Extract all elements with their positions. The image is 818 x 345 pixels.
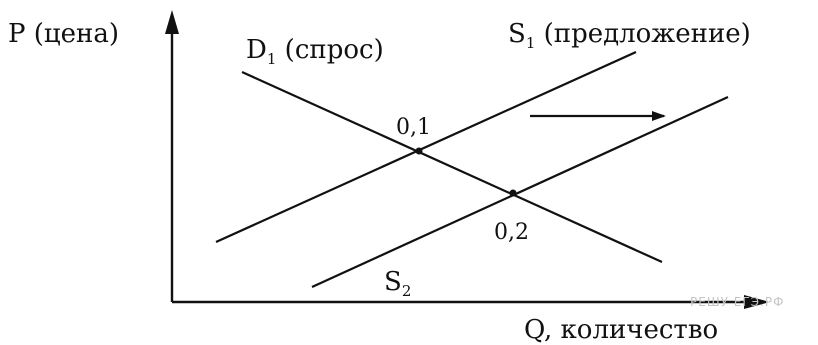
x-axis-label: Q, количество <box>524 315 718 345</box>
equilibrium-label-2: 0,2 <box>494 220 529 245</box>
supply1-curve-label: S1 (предложение) <box>508 19 751 52</box>
demand-curve-d1 <box>241 70 663 264</box>
supply-curve-s2 <box>311 95 729 289</box>
x-axis-arrow-icon <box>744 295 770 309</box>
y-axis-arrow-icon <box>165 10 179 34</box>
equilibrium-point-2 <box>509 189 517 197</box>
supply-curve-s1 <box>215 50 637 244</box>
watermark: РЕШУ ЕГЭ.РФ <box>690 295 784 309</box>
supply2-curve-label: S2 <box>384 267 411 300</box>
y-axis-label: P (цена) <box>8 19 119 49</box>
demand-curve-label: D1 (спрос) <box>246 35 384 68</box>
equilibrium-point-1 <box>415 147 423 155</box>
equilibrium-label-1: 0,1 <box>396 115 431 140</box>
